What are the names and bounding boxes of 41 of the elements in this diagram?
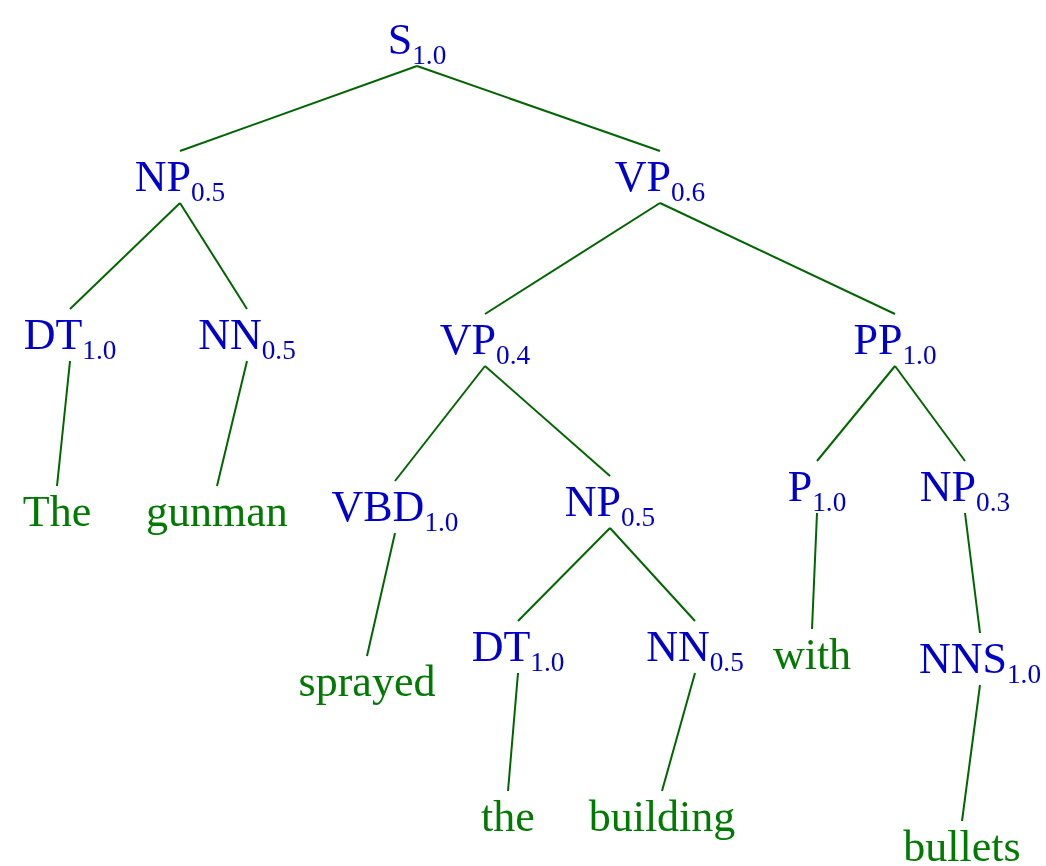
tree-branch: [394, 365, 486, 482]
tree-branch: [179, 65, 418, 152]
category-label: DT$_{1.0}$: [23, 313, 117, 357]
tree-branch: [894, 365, 966, 462]
tree-branch: [964, 512, 981, 634]
tree-branch: [216, 360, 248, 487]
tree-branch: [179, 202, 248, 310]
tree-branch: [961, 684, 981, 822]
category-label: DT$_{1.0}$: [471, 625, 565, 669]
tree-branch: [661, 672, 696, 792]
category-label: NP$_{0.5}$: [134, 155, 226, 199]
tree-branch: [507, 672, 519, 792]
category-label: VBD$_{1.0}$: [331, 485, 459, 529]
word-label: building: [588, 795, 736, 839]
word-label: gunman: [146, 490, 288, 534]
word-label: with: [772, 633, 852, 677]
tree-branch: [517, 527, 611, 622]
tree-branch: [811, 512, 818, 630]
tree-branch: [659, 202, 896, 315]
tree-branch: [609, 527, 696, 622]
tree-branch: [484, 365, 611, 477]
word-label: the: [481, 795, 535, 839]
category-label: NN$_{0.5}$: [646, 625, 744, 669]
word-label: bullets: [903, 825, 1021, 866]
category-label: P$_{1.0}$: [787, 465, 847, 509]
tree-branch: [56, 360, 71, 487]
category-label: VP$_{0.4}$: [439, 318, 531, 362]
category-label: NN$_{0.5}$: [198, 313, 296, 357]
tree-branch: [366, 532, 396, 657]
tree-branch: [69, 202, 181, 310]
tree-branch: [816, 365, 896, 462]
category-label: VP$_{0.6}$: [614, 155, 706, 199]
category-label: NNS$_{1.0}$: [918, 637, 1042, 681]
category-label: NP$_{0.5}$: [564, 480, 656, 524]
word-label: The: [22, 490, 92, 534]
category-label: NP$_{0.3}$: [919, 465, 1011, 509]
category-label: PP$_{1.0}$: [853, 318, 937, 362]
category-label: S$_{1.0}$: [387, 18, 447, 62]
tree-branch: [484, 202, 661, 315]
word-label: sprayed: [298, 660, 436, 704]
tree-branch: [416, 65, 661, 152]
